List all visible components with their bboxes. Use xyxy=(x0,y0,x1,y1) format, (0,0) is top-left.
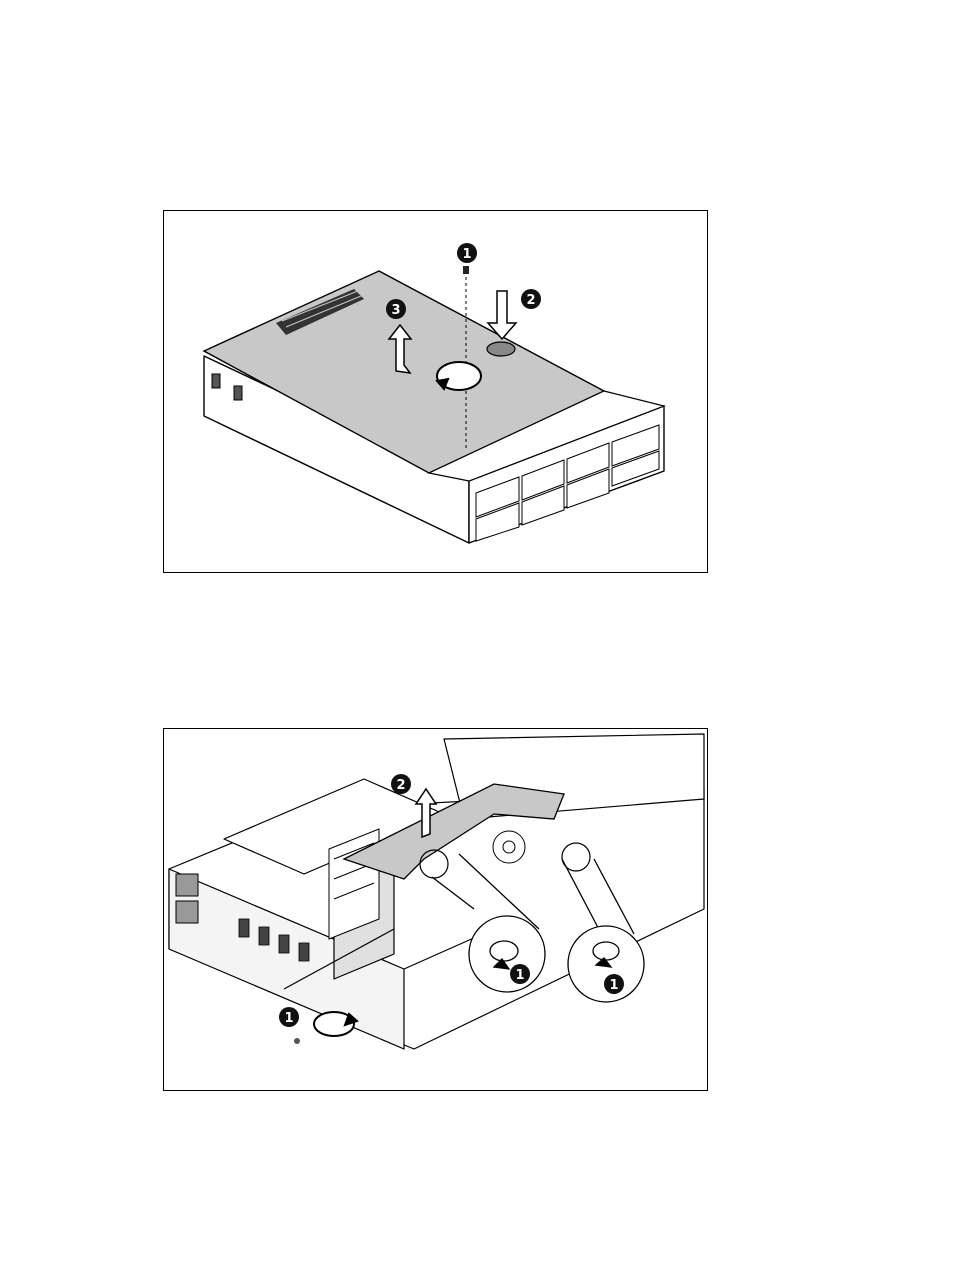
callout-2: 2 xyxy=(521,289,541,309)
svg-text:2: 2 xyxy=(526,293,535,308)
svg-text:1: 1 xyxy=(515,968,524,983)
callout-1-detail-right: 1 xyxy=(604,974,624,994)
svg-text:3: 3 xyxy=(391,303,400,318)
rotate-arrow-icon xyxy=(314,1012,357,1036)
figure-air-baffle-removal: 1 1 1 2 xyxy=(163,728,708,1091)
callout-1-screw: 1 xyxy=(279,1007,299,1027)
release-latch xyxy=(487,342,515,356)
svg-text:2: 2 xyxy=(396,778,405,793)
screw-icon xyxy=(294,1038,300,1044)
server-top-cover-illustration: 1 2 3 xyxy=(164,211,706,571)
svg-text:1: 1 xyxy=(609,978,618,993)
callout-1: 1 xyxy=(457,243,477,263)
rotate-arrow-icon xyxy=(437,362,481,390)
svg-text:1: 1 xyxy=(462,247,471,262)
fans xyxy=(493,831,525,863)
svg-text:1: 1 xyxy=(284,1011,293,1026)
callout-3: 3 xyxy=(386,299,406,319)
callout-2: 2 xyxy=(391,774,411,794)
thumbscrew-icon xyxy=(463,266,469,274)
callout-1-detail-left: 1 xyxy=(510,964,530,984)
figure-top-cover-removal: 1 2 3 xyxy=(163,210,708,573)
server-interior-illustration: 1 1 1 2 xyxy=(164,729,706,1089)
